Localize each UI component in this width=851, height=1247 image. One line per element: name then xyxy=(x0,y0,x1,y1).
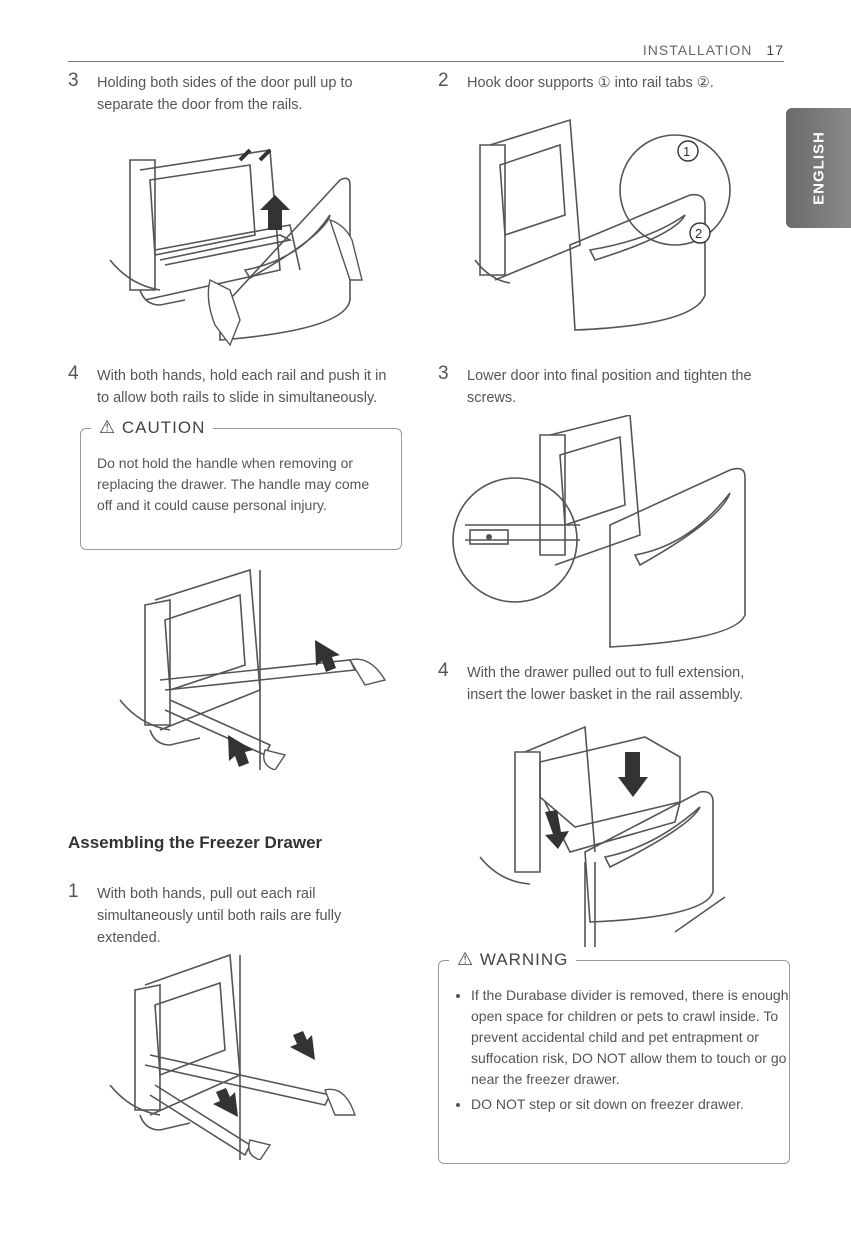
illustration-insert-basket xyxy=(479,725,726,947)
step-number: 2 xyxy=(438,70,449,91)
step-number: 4 xyxy=(438,660,449,681)
illustration-tighten-screws xyxy=(452,415,746,648)
step-left-1: 1 With both hands, pull out each rail si… xyxy=(68,881,398,953)
step-text: With both hands, hold each rail and push… xyxy=(97,368,387,406)
language-tab: ENGLISH xyxy=(786,108,851,228)
step-number: 1 xyxy=(68,881,79,902)
warning-list: If the Durabase divider is removed, ther… xyxy=(451,985,791,1115)
caution-heading-wrap: ⚠ CAUTION xyxy=(91,417,214,438)
step-text: With both hands, pull out each rail simu… xyxy=(97,886,342,946)
warning-item: If the Durabase divider is removed, ther… xyxy=(471,985,791,1090)
illustration-pull-rails xyxy=(109,953,356,1160)
page-number: 17 xyxy=(766,42,784,58)
callout-two: 2 xyxy=(695,226,702,241)
step-left-4: 4 With both hands, hold each rail and pu… xyxy=(68,363,398,415)
step-number: 4 xyxy=(68,363,79,384)
page-header: INSTALLATION 17 xyxy=(520,42,784,58)
step-text: With the drawer pulled out to full exten… xyxy=(467,665,745,703)
step-right-3: 3 Lower door into final position and tig… xyxy=(438,363,788,415)
header-rule xyxy=(68,61,784,62)
section-title-assembling: Assembling the Freezer Drawer xyxy=(68,833,323,852)
caution-heading: CAUTION xyxy=(121,418,206,437)
illustration-push-rails xyxy=(119,568,387,770)
illustration-separate-door xyxy=(109,148,363,347)
warning-heading-wrap: ⚠ WARNING xyxy=(449,949,577,970)
warning-triangle-icon: ⚠ xyxy=(99,417,117,437)
step-number: 3 xyxy=(68,70,79,91)
step-text: Hook door supports ① into rail tabs ②. xyxy=(467,75,714,91)
language-tab-label: ENGLISH xyxy=(810,131,827,205)
warning-triangle-icon: ⚠ xyxy=(457,949,475,969)
step-text: Holding both sides of the door pull up t… xyxy=(97,75,353,113)
header-section: INSTALLATION xyxy=(642,42,753,58)
callout-one: 1 xyxy=(683,144,690,159)
illustration-hook-supports: 1 2 xyxy=(474,118,731,331)
warning-item: DO NOT step or sit down on freezer drawe… xyxy=(471,1094,791,1115)
caution-text: Do not hold the handle when removing or … xyxy=(97,455,370,513)
step-number: 3 xyxy=(438,363,449,384)
step-right-4: 4 With the drawer pulled out to full ext… xyxy=(438,660,788,712)
step-right-2: 2 Hook door supports ① into rail tabs ②. xyxy=(438,70,778,102)
step-left-3: 3 Holding both sides of the door pull up… xyxy=(68,70,398,122)
caution-box: ⚠ CAUTION Do not hold the handle when re… xyxy=(80,417,402,550)
step-text: Lower door into final position and tight… xyxy=(467,368,752,406)
warning-heading: WARNING xyxy=(479,950,569,969)
warning-box: ⚠ WARNING If the Durabase divider is rem… xyxy=(438,949,791,1164)
